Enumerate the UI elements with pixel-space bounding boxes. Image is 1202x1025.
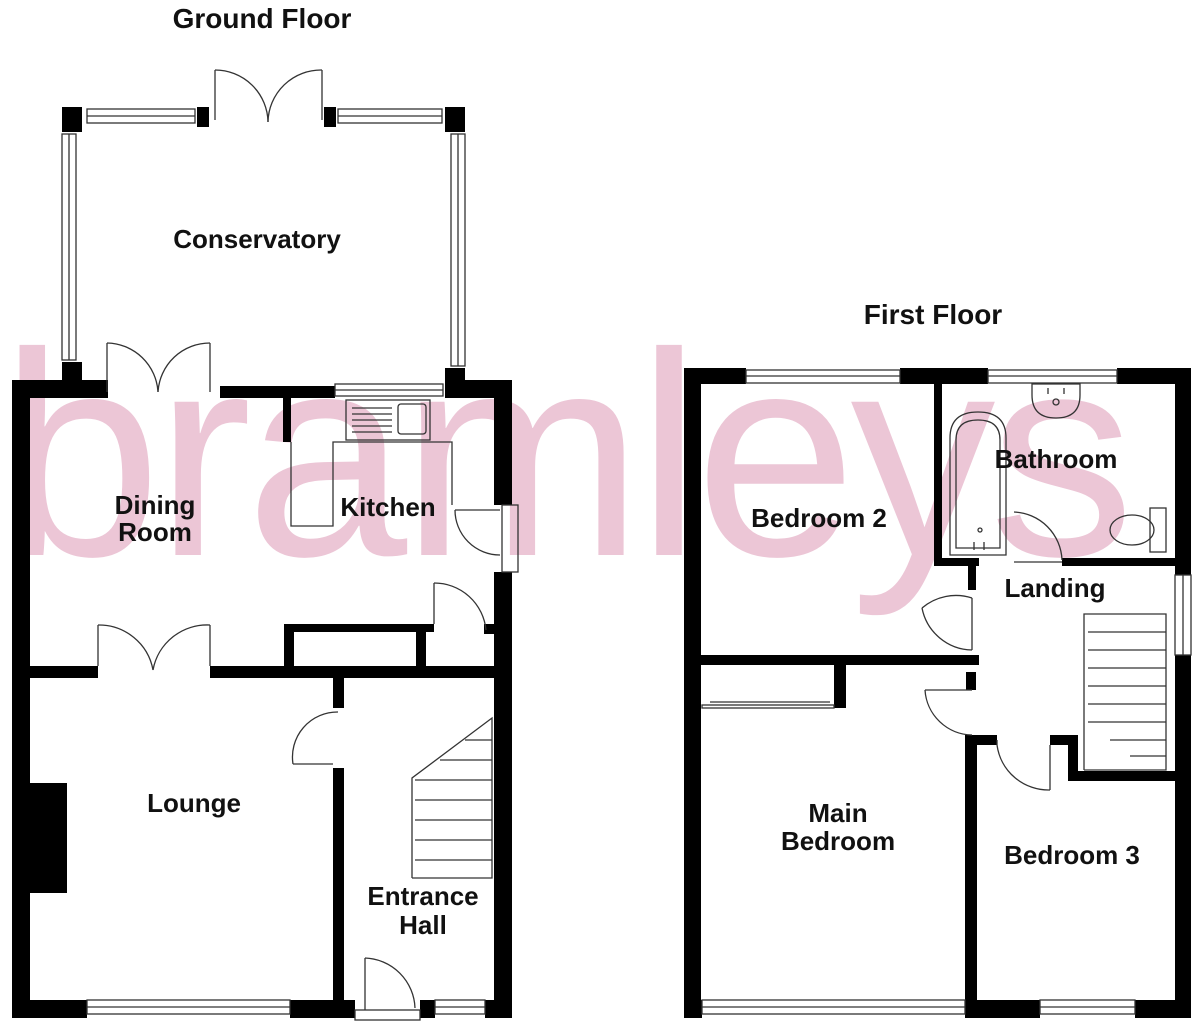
room-label-dining-line2: Room — [118, 517, 192, 547]
room-label-bedroom-2: Bedroom 2 — [751, 503, 887, 533]
ground-floor-fixtures — [61, 69, 519, 1021]
room-label-lounge: Lounge — [147, 788, 241, 818]
room-label-bedroom-3: Bedroom 3 — [1004, 840, 1140, 870]
first-floor-title: First Floor — [864, 299, 1003, 330]
room-label-main-line1: Main — [808, 798, 867, 828]
watermark-logo: bramleys — [0, 293, 1128, 618]
room-label-bathroom: Bathroom — [995, 444, 1118, 474]
ground-floor — [12, 107, 512, 1018]
room-label-landing: Landing — [1004, 573, 1105, 603]
room-label-entrance-line1: Entrance — [367, 881, 478, 911]
labels: Ground Floor Conservatory Dining Room Ki… — [115, 3, 1140, 940]
room-label-dining-line1: Dining — [115, 490, 196, 520]
room-label-conservatory: Conservatory — [173, 224, 341, 254]
first-floor-fixtures — [701, 369, 1192, 1015]
room-label-kitchen: Kitchen — [340, 492, 435, 522]
room-label-entrance-line2: Hall — [399, 910, 447, 940]
first-floor — [684, 368, 1191, 1018]
room-label-main-line2: Bedroom — [781, 826, 895, 856]
ground-floor-title: Ground Floor — [173, 3, 352, 34]
